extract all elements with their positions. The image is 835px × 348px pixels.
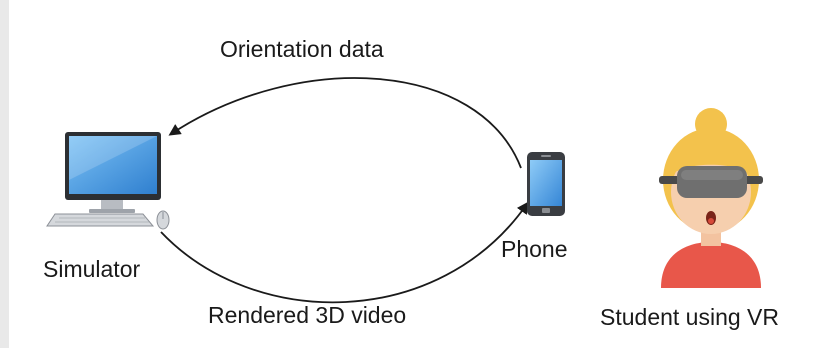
orientation-data-label: Orientation data [220,36,384,62]
student-with-vr-headset-icon [659,108,763,288]
rendered-video-label: Rendered 3D video [208,302,407,328]
student-label: Student using VR [600,304,780,330]
rendered-video-arrow [160,201,529,304]
simulator-label: Simulator [43,256,141,282]
orientation-arrow [168,77,522,169]
phone-label: Phone [501,236,568,262]
diagram-graphics [46,77,763,304]
diagram-canvas: Orientation data Simulator Phone Rendere… [9,0,835,348]
smartphone-icon [527,152,565,216]
desktop-computer-icon [46,132,170,230]
